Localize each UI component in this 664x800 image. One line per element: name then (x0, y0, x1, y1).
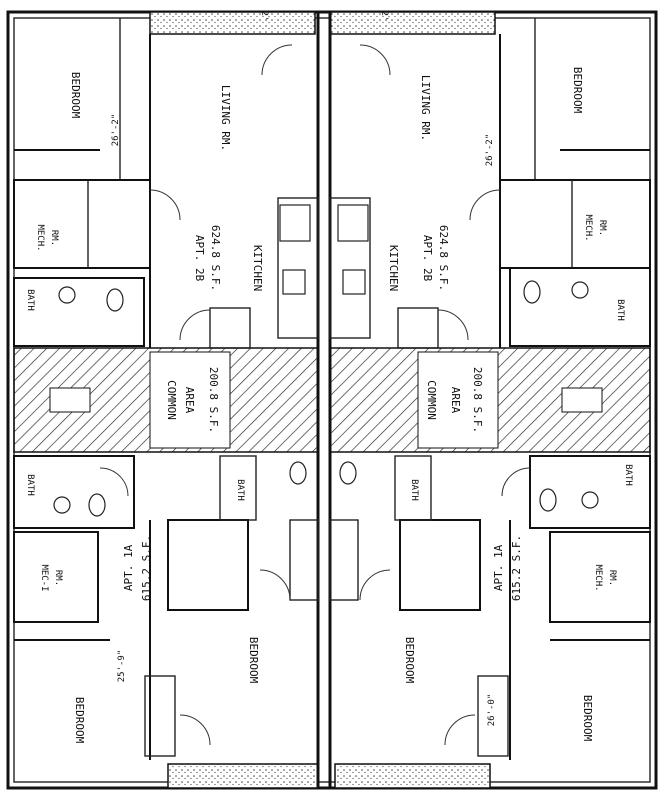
tr-bath (509, 267, 651, 347)
room-label-mech-rm: RM. (607, 570, 617, 586)
tl-bath (13, 277, 145, 347)
apt-area-br: 615.2 S.F. (510, 535, 523, 601)
toilet-icon (523, 280, 541, 304)
door-arc (261, 44, 293, 76)
room-label-bedroom: BEDROOM (73, 697, 86, 744)
dim-top-left: 26'-2" (111, 114, 121, 147)
door-arc (259, 569, 291, 601)
door-arc (149, 189, 181, 221)
room-label-mech: MECH. (583, 214, 593, 241)
bl-bath (13, 455, 135, 529)
stair-left-top (49, 387, 91, 413)
br-kitchen (329, 519, 359, 601)
room-label-mech: MECH. (593, 564, 603, 591)
bl-closet (144, 675, 176, 757)
toilet-icon (339, 461, 357, 485)
edge-mark: 2' (259, 11, 269, 22)
room-label-mech-rm: RM. (49, 230, 59, 246)
room-label-bath: BATH (623, 464, 633, 486)
apt-area-tr: 624.8 S.F. (437, 225, 450, 291)
room-label-mech: MEC-I (39, 564, 49, 591)
common-area-right: AREA (449, 387, 462, 414)
bottom-entry-left (167, 763, 319, 789)
door-arc (444, 714, 476, 746)
tr-mech-room (499, 179, 651, 269)
sink-icon (53, 496, 71, 514)
room-label-bath: BATH (25, 289, 35, 311)
room-label-bath: BATH (235, 479, 245, 501)
br-mech-room (549, 531, 651, 623)
door-arc (359, 569, 391, 601)
br-bath2 (394, 455, 432, 521)
top-entry-right (329, 11, 496, 35)
room-label-mech-rm: RM. (53, 570, 63, 586)
common-sf-left: 200.8 S.F. (207, 367, 220, 433)
common-label-right: COMMON (425, 380, 438, 420)
toilet-icon (289, 461, 307, 485)
door-arc (359, 44, 391, 76)
sink-icon (581, 491, 599, 509)
door-arc (501, 467, 531, 497)
dim-bottom-left: 25'-9" (117, 650, 127, 683)
apt-area-tl: 624.8 S.F. (209, 225, 222, 291)
sink-icon (58, 286, 76, 304)
common-area-left: AREA (183, 387, 196, 414)
bottom-entry-right (334, 763, 491, 789)
common-label-bg-right (417, 351, 499, 449)
door-arc (179, 714, 211, 746)
common-label-bg-left (149, 351, 231, 449)
br-closet (477, 675, 509, 757)
room-label-bath: BATH (615, 299, 625, 321)
tr-kitchen-counter (329, 197, 371, 339)
apt-name-bl: APT. 1A (122, 544, 135, 591)
tl-closet (209, 307, 251, 349)
dim-top-right: 26'-2" (485, 134, 495, 167)
toilet-icon (106, 288, 124, 312)
room-label-bedroom: BEDROOM (69, 72, 82, 119)
room-label-living: LIVING RM. (219, 85, 232, 151)
room-label-mech: MECH. (35, 224, 45, 251)
door-arc (437, 309, 469, 341)
top-entry-left (149, 11, 316, 35)
tr-stove (337, 204, 369, 242)
door-arc (99, 467, 129, 497)
apt-name-br: APT. 1A (492, 544, 505, 591)
room-label-bath: BATH (25, 474, 35, 496)
room-label-mech-rm: RM. (597, 220, 607, 236)
bl-bath2 (219, 455, 257, 521)
bl-stair (167, 519, 249, 611)
br-bath (529, 455, 651, 529)
edge-mark: 2' (379, 11, 389, 22)
sink-icon (571, 281, 589, 299)
tl-sink (282, 269, 306, 295)
apt-name-tl: APT. 2B (193, 235, 206, 282)
apt-area-bl: 615.2 S.F. (140, 535, 153, 601)
common-sf-right: 200.8 S.F. (471, 367, 484, 433)
room-label-bedroom: BEDROOM (581, 695, 594, 742)
bl-mech-room (13, 531, 99, 623)
br-stair (399, 519, 481, 611)
room-label-kitchen: KITCHEN (251, 245, 264, 291)
room-label-bedroom: BEDROOM (403, 637, 416, 684)
dim-bottom-right: 26'-0" (487, 694, 497, 727)
door-arc (469, 189, 501, 221)
toilet-icon (539, 488, 557, 512)
tr-closet (397, 307, 439, 349)
room-label-bath: BATH (409, 479, 419, 501)
tl-mech-room (13, 179, 151, 269)
toilet-icon (88, 493, 106, 517)
room-label-bedroom: BEDROOM (247, 637, 260, 684)
apt-name-tr: APT. 2B (421, 235, 434, 282)
common-label-left: COMMON (165, 380, 178, 420)
tr-sink (342, 269, 366, 295)
stair-right-top (561, 387, 603, 413)
room-label-bedroom: BEDROOM (571, 67, 584, 114)
room-label-kitchen: KITCHEN (387, 245, 400, 291)
bl-kitchen (289, 519, 319, 601)
door-arc (179, 309, 211, 341)
room-label-living: LIVING RM. (419, 75, 432, 141)
tl-kitchen-counter (277, 197, 319, 339)
tl-stove (279, 204, 311, 242)
